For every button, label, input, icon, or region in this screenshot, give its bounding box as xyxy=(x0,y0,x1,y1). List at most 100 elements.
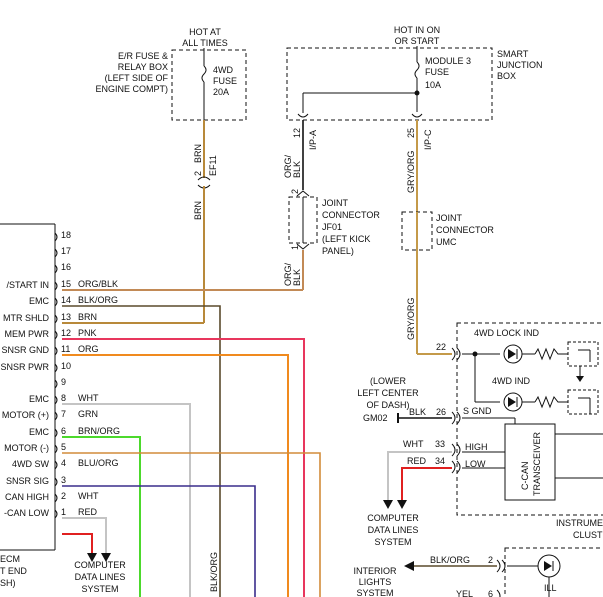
ecm-pin-7: 7 xyxy=(61,409,66,419)
fuse-4wd-label: 4WD xyxy=(213,65,234,75)
ecm-pin-5: 5 xyxy=(61,442,66,452)
interior-lights: INTERIOR LIGHTS SYSTEM BLK/ORG 2 ILL YEL… xyxy=(353,547,603,597)
ecm-wires: BLK/ORG xyxy=(62,289,321,597)
sjb-label-2: JUNCTION xyxy=(497,60,543,70)
ground-loc-label-1: (LOWER xyxy=(370,376,407,386)
er-box-outline xyxy=(171,49,247,121)
ill-label: ILL xyxy=(544,583,557,593)
connector-ef11-symbol xyxy=(197,176,211,181)
lock-ind-resistor xyxy=(534,347,568,361)
low-label: LOW xyxy=(465,459,486,469)
ecm-func-5: MOTOR (-) xyxy=(4,443,49,453)
brn-wire-label-top: BRN xyxy=(193,144,203,163)
high-pin: 33 xyxy=(435,439,445,449)
low-pin: 34 xyxy=(435,456,445,466)
jf01-label-3: JF01 xyxy=(322,222,342,232)
ipc-label: I/P-C xyxy=(423,129,433,150)
ecm-pin-8: 8 xyxy=(61,393,66,403)
ecm-pin-15: 15 xyxy=(61,279,71,289)
ecm-func-12: MEM PWR xyxy=(5,329,50,339)
ipa-pin: 12 xyxy=(292,128,302,138)
orgblk-wire-label-bottom-1: ORG/ xyxy=(283,262,293,286)
blkorg-vertical-label: BLK/ORG xyxy=(209,552,219,592)
ecm-func-10: SNSR PWR xyxy=(0,362,49,372)
ecm-pin-3: 3 xyxy=(61,475,66,485)
ecm-wire-2: WHT xyxy=(78,491,99,501)
ipc-pin: 25 xyxy=(406,128,416,138)
ecm-wire-6: BRN/ORG xyxy=(78,426,120,436)
hot-in-on-label: HOT IN ON xyxy=(394,25,440,35)
ipa-label: I/P-A xyxy=(308,130,318,150)
instrument-label-2: CLUST xyxy=(573,530,603,540)
ecm-func-15: /START IN xyxy=(6,280,49,290)
orgblk-wire-label-bottom-2: BLK xyxy=(292,269,302,286)
hot-at-label: HOT AT xyxy=(189,27,221,37)
ecm-pin-16: 16 xyxy=(61,262,71,272)
ecm-func-8: EMC xyxy=(29,394,50,404)
ind-resistor xyxy=(534,395,568,409)
low-wire-label: RED xyxy=(407,456,427,466)
fuse-amp-label: 20A xyxy=(213,87,229,97)
ecm-func-1: -CAN LOW xyxy=(4,508,50,518)
ecm-pin-2: 2 xyxy=(61,491,66,501)
s-gnd-label: S GND xyxy=(463,406,492,416)
sjb-label-1: SMART xyxy=(497,49,529,59)
instrument-cluster: 22 4WD LOCK IND 4WD IND (LOWER LEFT CENT… xyxy=(357,322,603,547)
jf01-label-2: CONNECTOR xyxy=(322,210,380,220)
ecm-pin-1: 1 xyxy=(61,507,66,517)
cluster-pin-22: 22 xyxy=(436,342,446,352)
ground-loc-label-3: OF DASH) xyxy=(366,400,409,410)
ill-box xyxy=(504,547,603,597)
er-box-label-2: RELAY BOX xyxy=(118,62,168,72)
4wd-lock-ind-label: 4WD LOCK IND xyxy=(474,328,540,338)
er-fuse-relay-box: HOT AT ALL TIMES E/R FUSE & RELAY BOX (L… xyxy=(95,27,247,323)
interior-pin-6: 6 xyxy=(488,589,493,597)
er-box-label-3: (LEFT SIDE OF xyxy=(105,73,169,83)
jf01-pin-2: 2 xyxy=(290,189,300,194)
interior-label-1: INTERIOR xyxy=(353,566,397,576)
sjb-label-3: BOX xyxy=(497,71,516,81)
all-times-label: ALL TIMES xyxy=(182,38,228,48)
ecm-wire-13: BRN xyxy=(78,312,97,322)
umc-label-1: JOINT xyxy=(436,213,463,223)
ef11-connector-label: EF11 xyxy=(208,155,218,176)
ecm-pin-11: 11 xyxy=(61,344,70,354)
smart-junction-box: HOT IN ON OR START SMART JUNCTION BOX MO… xyxy=(286,25,543,150)
er-box-label-1: E/R FUSE & xyxy=(118,51,168,61)
ef11-pin: 2 xyxy=(193,171,203,176)
ecm-wire-4: BLU/ORG xyxy=(78,458,119,468)
gryorg-wire-label-bottom: GRY/ORG xyxy=(406,298,416,340)
module3-amp-label: 10A xyxy=(425,80,441,90)
ecm-func-13: MTR SHLD xyxy=(3,313,50,323)
gnd-pin: 26 xyxy=(436,407,446,417)
sjb-outline xyxy=(286,47,493,121)
orgblk-wire-label-top-1: ORG/ xyxy=(283,154,293,178)
jf01-pin-1: 1 xyxy=(290,245,300,250)
can-label-2: TRANSCEIVER xyxy=(532,431,542,496)
er-box-label-4: ENGINE COMPT) xyxy=(95,84,168,94)
module3-label: MODULE 3 xyxy=(425,56,471,66)
jf01-label-5: PANEL) xyxy=(322,246,354,256)
ecm-pin-9: 9 xyxy=(61,377,66,387)
ecm-pin-14: 14 xyxy=(61,295,71,305)
ground-gm02-label: GM02 xyxy=(363,413,388,423)
ecm-wire-14: BLK/ORG xyxy=(78,295,118,305)
ecm-pin-18: 18 xyxy=(61,230,71,240)
ecm-data-lines-3: SYSTEM xyxy=(81,584,118,594)
fuse-label: FUSE xyxy=(213,76,237,86)
ecm-func-14: EMC xyxy=(29,296,50,306)
jf01-label-1: JOINT xyxy=(322,198,349,208)
ecm-data-lines-2: DATA LINES xyxy=(75,572,126,582)
ecm-data-lines-1: COMPUTER xyxy=(74,560,126,570)
high-label: HIGH xyxy=(465,442,488,452)
ecm-bottom-label-1: ECM xyxy=(0,554,20,564)
fuse-4wd-symbol xyxy=(201,65,207,83)
umc-label-3: UMC xyxy=(436,237,457,247)
module3-fuse-symbol xyxy=(414,61,420,79)
ipc-connector-symbol xyxy=(411,113,423,118)
cluster-data-lines-3: SYSTEM xyxy=(374,537,411,547)
cluster-data-lines-2: DATA LINES xyxy=(368,525,419,535)
